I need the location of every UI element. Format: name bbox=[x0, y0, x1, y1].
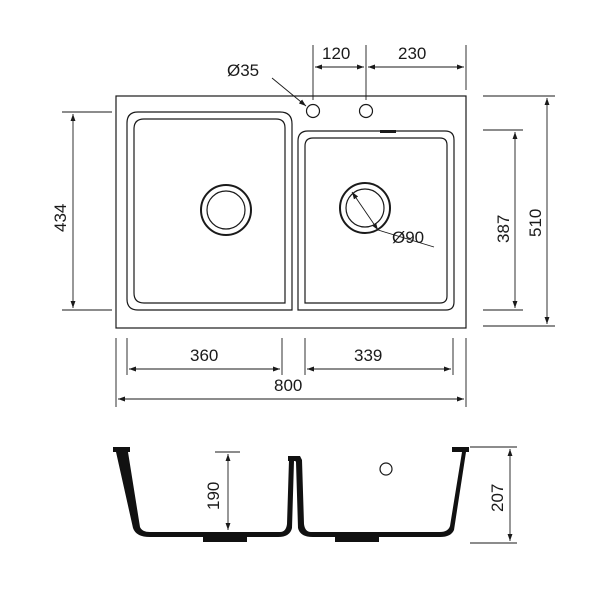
left-bowl-outer bbox=[126, 111, 293, 311]
right-bowl-outer bbox=[297, 130, 455, 311]
bowl-depth-label: 190 bbox=[204, 482, 223, 510]
section-view bbox=[113, 447, 469, 542]
right-bowl-inner bbox=[304, 137, 448, 304]
left-bowl-section bbox=[116, 452, 200, 537]
right-bowl-width-label: 339 bbox=[354, 346, 382, 365]
right-drain bbox=[339, 182, 391, 234]
section-dimensions: 190 207 bbox=[204, 446, 517, 544]
tap-hole-right bbox=[358, 103, 374, 119]
overflow-hole bbox=[379, 462, 393, 476]
left-drain bbox=[200, 184, 252, 236]
total-depth-label: 510 bbox=[526, 209, 545, 237]
top-dimensions: Ø35 120 230 Ø90 434 387 510 bbox=[51, 44, 555, 407]
right-bowl-section bbox=[330, 452, 466, 537]
bowl-height-left-label: 434 bbox=[51, 204, 70, 232]
total-height-label: 207 bbox=[488, 484, 507, 512]
overflow-slot bbox=[380, 130, 396, 133]
total-width-label: 800 bbox=[274, 376, 302, 395]
left-bowl-width-label: 360 bbox=[190, 346, 218, 365]
sink-outline bbox=[115, 95, 467, 329]
bowl-height-right-label: 387 bbox=[494, 215, 513, 243]
right-drain-section bbox=[335, 537, 379, 542]
top-view bbox=[115, 95, 467, 329]
drain-diameter-label: Ø90 bbox=[392, 228, 424, 247]
tap-offset-label: 120 bbox=[322, 44, 350, 63]
tap-hole-diameter-label: Ø35 bbox=[227, 61, 259, 80]
left-bowl-inner bbox=[133, 118, 286, 304]
left-drain-section bbox=[203, 537, 247, 542]
tap-spacing-label: 230 bbox=[398, 44, 426, 63]
tap-hole-left bbox=[305, 103, 321, 119]
